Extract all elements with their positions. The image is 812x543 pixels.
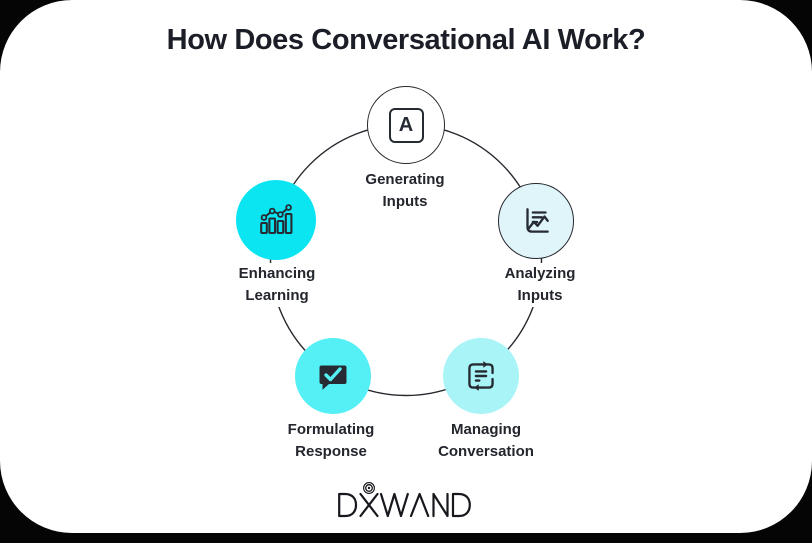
step-label-line1: Analyzing bbox=[499, 263, 581, 285]
document-sync-icon bbox=[464, 359, 498, 393]
letter-a-icon: A bbox=[388, 107, 424, 143]
step-label-line2: Response bbox=[290, 441, 372, 463]
step-label-enhancing-learning: Enhancing Learning bbox=[192, 263, 362, 307]
step-label-line2: Learning bbox=[240, 285, 314, 307]
page-title: How Does Conversational AI Work? bbox=[166, 24, 646, 56]
step-node-formulating-response bbox=[295, 338, 371, 414]
step-node-analyzing-inputs bbox=[498, 183, 574, 259]
step-label-formulating-response: Formulating Response bbox=[246, 419, 416, 463]
bar-chart-trend-icon bbox=[256, 200, 296, 240]
dxwand-logo: DXWAND bbox=[336, 480, 476, 520]
line-chart-icon bbox=[519, 204, 553, 238]
step-node-managing-conversation bbox=[443, 338, 519, 414]
step-label-line1: Generating bbox=[360, 169, 450, 191]
step-label-line1: Formulating bbox=[282, 419, 380, 441]
step-label-line2: Conversation bbox=[433, 441, 539, 463]
step-label-analyzing-inputs: Analyzing Inputs bbox=[455, 263, 625, 307]
step-label-managing-conversation: Managing Conversation bbox=[401, 419, 571, 463]
step-label-line2: Inputs bbox=[377, 191, 433, 213]
chat-check-icon bbox=[315, 358, 351, 394]
step-label-line2: Inputs bbox=[512, 285, 568, 307]
step-label-line1: Enhancing bbox=[233, 263, 321, 285]
letter-a-glyph: A bbox=[398, 113, 414, 136]
step-node-generating-inputs: A bbox=[367, 86, 445, 164]
step-node-enhancing-learning bbox=[236, 180, 316, 260]
dxwand-wordmark-icon bbox=[338, 482, 471, 518]
step-label-generating-inputs: Generating Inputs bbox=[320, 169, 490, 213]
step-label-line1: Managing bbox=[446, 419, 526, 441]
